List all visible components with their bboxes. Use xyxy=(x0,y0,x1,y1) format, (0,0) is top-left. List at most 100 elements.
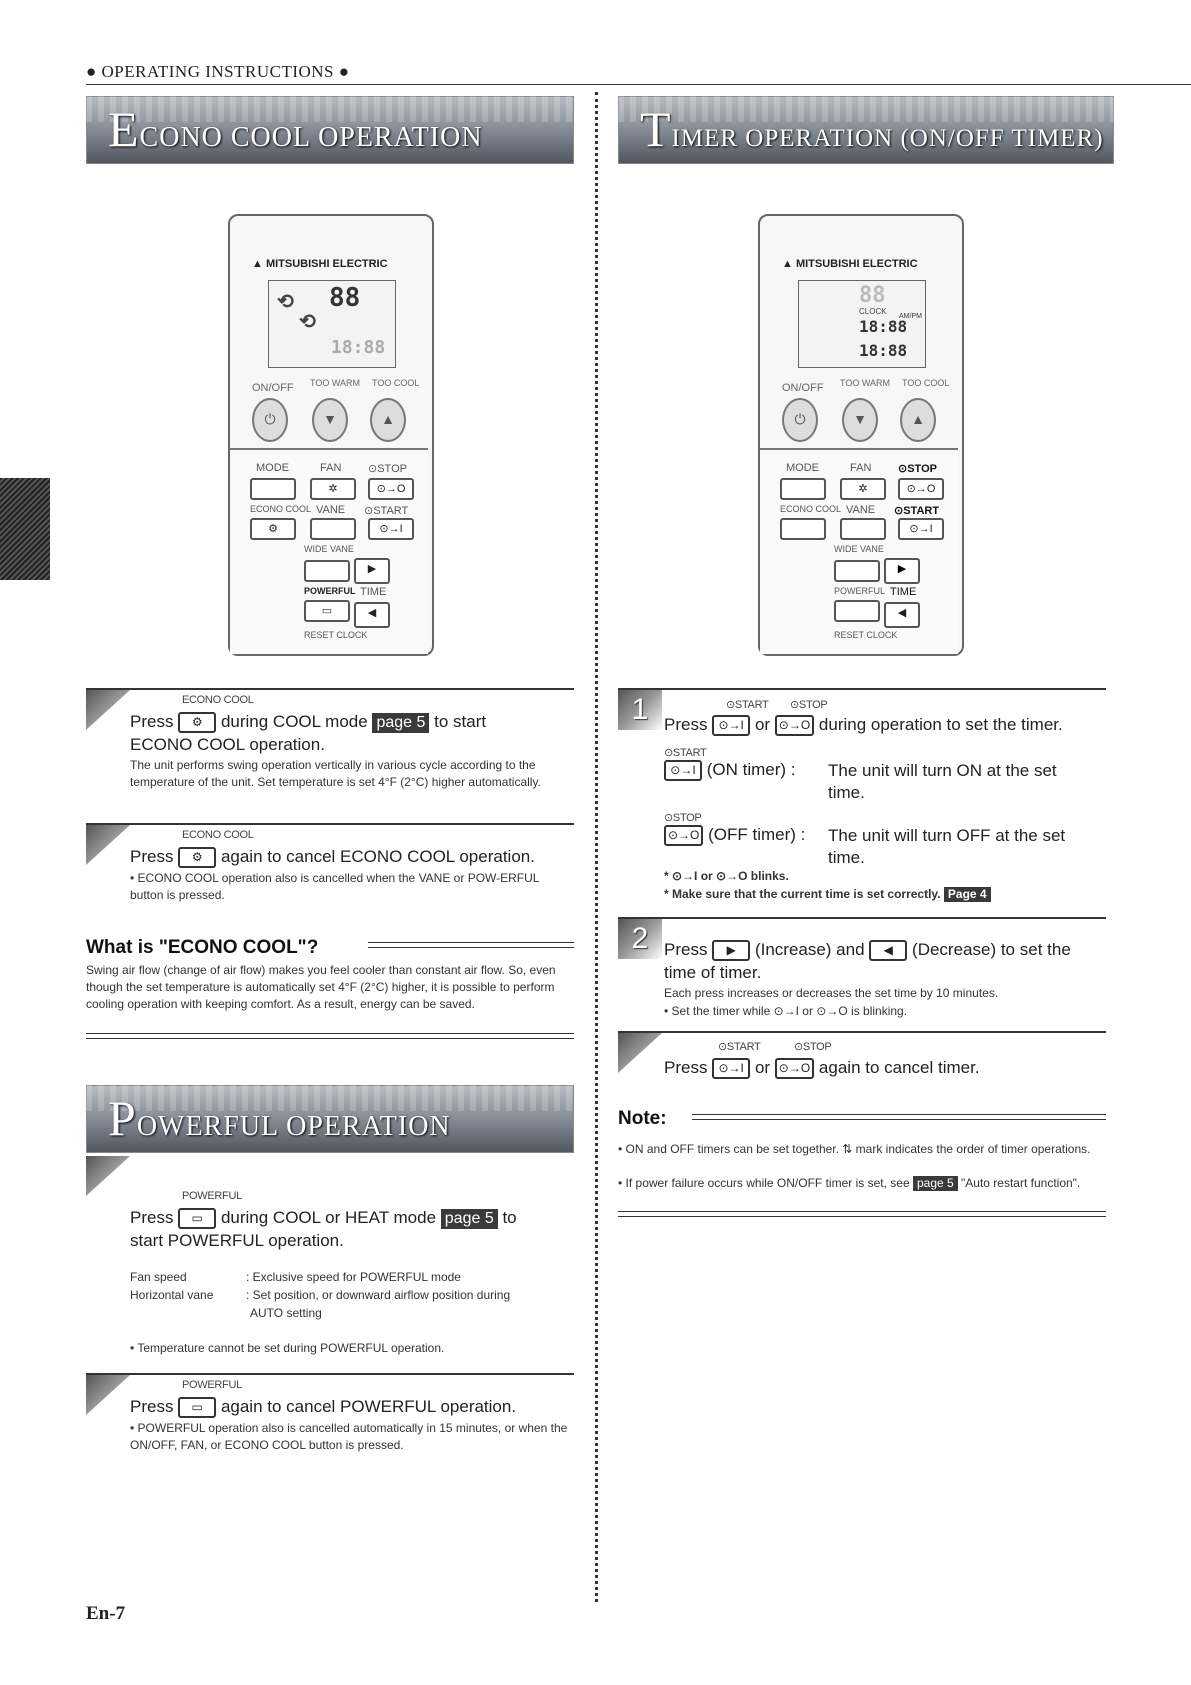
page-ref[interactable]: page 5 xyxy=(912,1176,958,1191)
time-up-button[interactable]: ▶ xyxy=(354,558,390,584)
reset-clock-label: RESET CLOCK xyxy=(834,630,898,640)
time-label: TIME xyxy=(890,586,917,598)
powerful-step2-bullet: • POWERFUL operation also is cancelled a… xyxy=(130,1421,568,1452)
timer-on-button[interactable]: ⊙→I xyxy=(898,518,944,540)
clock-label: CLOCK xyxy=(859,307,887,316)
button-caption: ECONO COOL xyxy=(182,829,254,841)
timer-step2-desc: Each press increases or decreases the se… xyxy=(664,986,999,1000)
stop-caption: ⊙STOP xyxy=(794,1041,832,1053)
step-marker xyxy=(86,1375,130,1415)
button-panel: MODE FAN ⊙STOP ✲ ⊙→O ECONO COOL VANE ⊙ST… xyxy=(230,448,428,654)
onoff-button[interactable]: ⏻ xyxy=(782,398,818,442)
timer-step2-line2: time of timer. xyxy=(664,963,762,982)
column-divider xyxy=(595,92,598,1602)
onoff-button[interactable]: ⏻ xyxy=(252,398,288,442)
note-heading: Note: xyxy=(618,1108,667,1129)
powerful-banner: POWERFUL OPERATION xyxy=(86,1085,574,1153)
step-rule xyxy=(618,917,1106,919)
heading-rule xyxy=(692,1114,1106,1120)
timer-on-button[interactable]: ⊙→I xyxy=(368,518,414,540)
remote-control-econo: ▲ MITSUBISHI ELECTRIC 88 ⟲ ⟲ 18:88 ON/OF… xyxy=(228,214,434,656)
what-is-econo-heading: What is "ECONO COOL"? xyxy=(86,937,319,958)
powerful-button-icon: ▭ xyxy=(178,1208,217,1230)
too-warm-label: TOO WARM xyxy=(310,378,360,388)
timer-step3-line1: Press ⊙→I or ⊙→O again to cancel timer. xyxy=(664,1058,980,1080)
swing-icon: ⟲ xyxy=(299,309,316,333)
start-caption: ⊙START xyxy=(726,699,769,711)
fan-button[interactable]: ✲ xyxy=(310,478,356,500)
econo-cool-label: ECONO COOL xyxy=(250,504,312,514)
header-rule xyxy=(86,84,1191,85)
horizontal-vane-label: Horizontal vane xyxy=(130,1288,214,1302)
timer-title: TIMER OPERATION (ON/OFF TIMER) xyxy=(640,101,1104,157)
what-is-econo-text: Swing air flow (change of air flow) make… xyxy=(86,963,556,1011)
remote-control-timer: ▲ MITSUBISHI ELECTRIC 88 CLOCK 18:88 18:… xyxy=(758,214,964,656)
off-timer-row: ⊙→O (OFF timer) : xyxy=(664,825,805,847)
timer-on-button-icon: ⊙→I xyxy=(664,760,702,782)
wide-vane-button[interactable] xyxy=(304,560,350,582)
onoff-label: ON/OFF xyxy=(252,382,294,394)
temp-down-button[interactable]: ▼ xyxy=(312,398,348,442)
econo-cool-button[interactable]: ⚙ xyxy=(250,518,296,540)
page-ref[interactable]: page 5 xyxy=(372,713,430,733)
fan-label: FAN xyxy=(850,462,872,474)
powerful-button[interactable] xyxy=(834,600,880,622)
step-rule xyxy=(618,1031,1106,1033)
mode-label: MODE xyxy=(786,462,819,474)
too-cool-label: TOO COOL xyxy=(372,378,420,388)
powerful-step1-bullet: • Temperature cannot be set during POWER… xyxy=(130,1341,445,1355)
econo-step2-line1: Press ⚙ again to cancel ECONO COOL opera… xyxy=(130,847,535,869)
section-rule xyxy=(618,1211,1106,1217)
heading-rule xyxy=(368,942,574,948)
step-number-2: 2 xyxy=(618,919,662,959)
wide-vane-button[interactable] xyxy=(834,560,880,582)
timer-off-button[interactable]: ⊙→O xyxy=(368,478,414,500)
fan-button[interactable]: ✲ xyxy=(840,478,886,500)
step-marker xyxy=(618,1033,662,1073)
too-cool-label: TOO COOL xyxy=(902,378,950,388)
timer-on-button-icon: ⊙→I xyxy=(712,715,751,737)
display-temp: 88 xyxy=(859,283,886,308)
time-down-button[interactable]: ◀ xyxy=(884,602,920,628)
time-up-button[interactable]: ▶ xyxy=(884,558,920,584)
brand-logo: ▲ MITSUBISHI ELECTRIC xyxy=(782,258,918,270)
econo-step1-desc: The unit performs swing operation vertic… xyxy=(130,758,541,789)
powerful-button[interactable]: ▭ xyxy=(304,600,350,622)
start-caption: ⊙START xyxy=(718,1041,761,1053)
timer-note-blinks: * ⊙→I or ⊙→O blinks. xyxy=(664,869,789,883)
temp-down-button[interactable]: ▼ xyxy=(842,398,878,442)
side-tab xyxy=(0,478,50,580)
econo-cool-banner: ECONO COOL OPERATION xyxy=(86,96,574,164)
powerful-step1-line1: Press ▭ during COOL or HEAT mode page 5 … xyxy=(130,1208,517,1230)
note-item-1: • ON and OFF timers can be set together.… xyxy=(618,1142,1091,1156)
start-label: ⊙START xyxy=(364,505,409,517)
vane-button[interactable] xyxy=(310,518,356,540)
timer-on-button-icon: ⊙→I xyxy=(712,1058,751,1080)
decrease-button-icon: ◀ xyxy=(869,940,908,962)
button-caption: POWERFUL xyxy=(182,1379,242,1391)
stop-label: ⊙STOP xyxy=(368,463,407,475)
timer-off-button[interactable]: ⊙→O xyxy=(898,478,944,500)
powerful-step2-line1: Press ▭ again to cancel POWERFUL operati… xyxy=(130,1397,516,1419)
step-marker xyxy=(86,1156,130,1196)
step-number-1: 1 xyxy=(618,690,662,730)
econo-step1-line1: Press ⚙ during COOL mode page 5 to start xyxy=(130,712,486,734)
page-ref[interactable]: page 5 xyxy=(440,1209,498,1229)
temp-up-button[interactable]: ▲ xyxy=(370,398,406,442)
display-temp: 88 xyxy=(329,283,361,313)
powerful-title: POWERFUL OPERATION xyxy=(108,1090,451,1146)
time-down-button[interactable]: ◀ xyxy=(354,602,390,628)
step-rule xyxy=(86,688,574,690)
temp-up-button[interactable]: ▲ xyxy=(900,398,936,442)
econo-cool-button-icon: ⚙ xyxy=(178,712,217,734)
vane-button[interactable] xyxy=(840,518,886,540)
brand-logo: ▲ MITSUBISHI ELECTRIC xyxy=(252,258,388,270)
mode-button[interactable] xyxy=(250,478,296,500)
page-ref[interactable]: Page 4 xyxy=(943,887,991,902)
econo-step1-line2: ECONO COOL operation. xyxy=(130,735,325,754)
econo-cool-button[interactable] xyxy=(780,518,826,540)
step-rule xyxy=(86,823,574,825)
page-number: En-7 xyxy=(86,1603,126,1624)
note-item-2: • If power failure occurs while ON/OFF t… xyxy=(618,1176,1081,1191)
mode-button[interactable] xyxy=(780,478,826,500)
